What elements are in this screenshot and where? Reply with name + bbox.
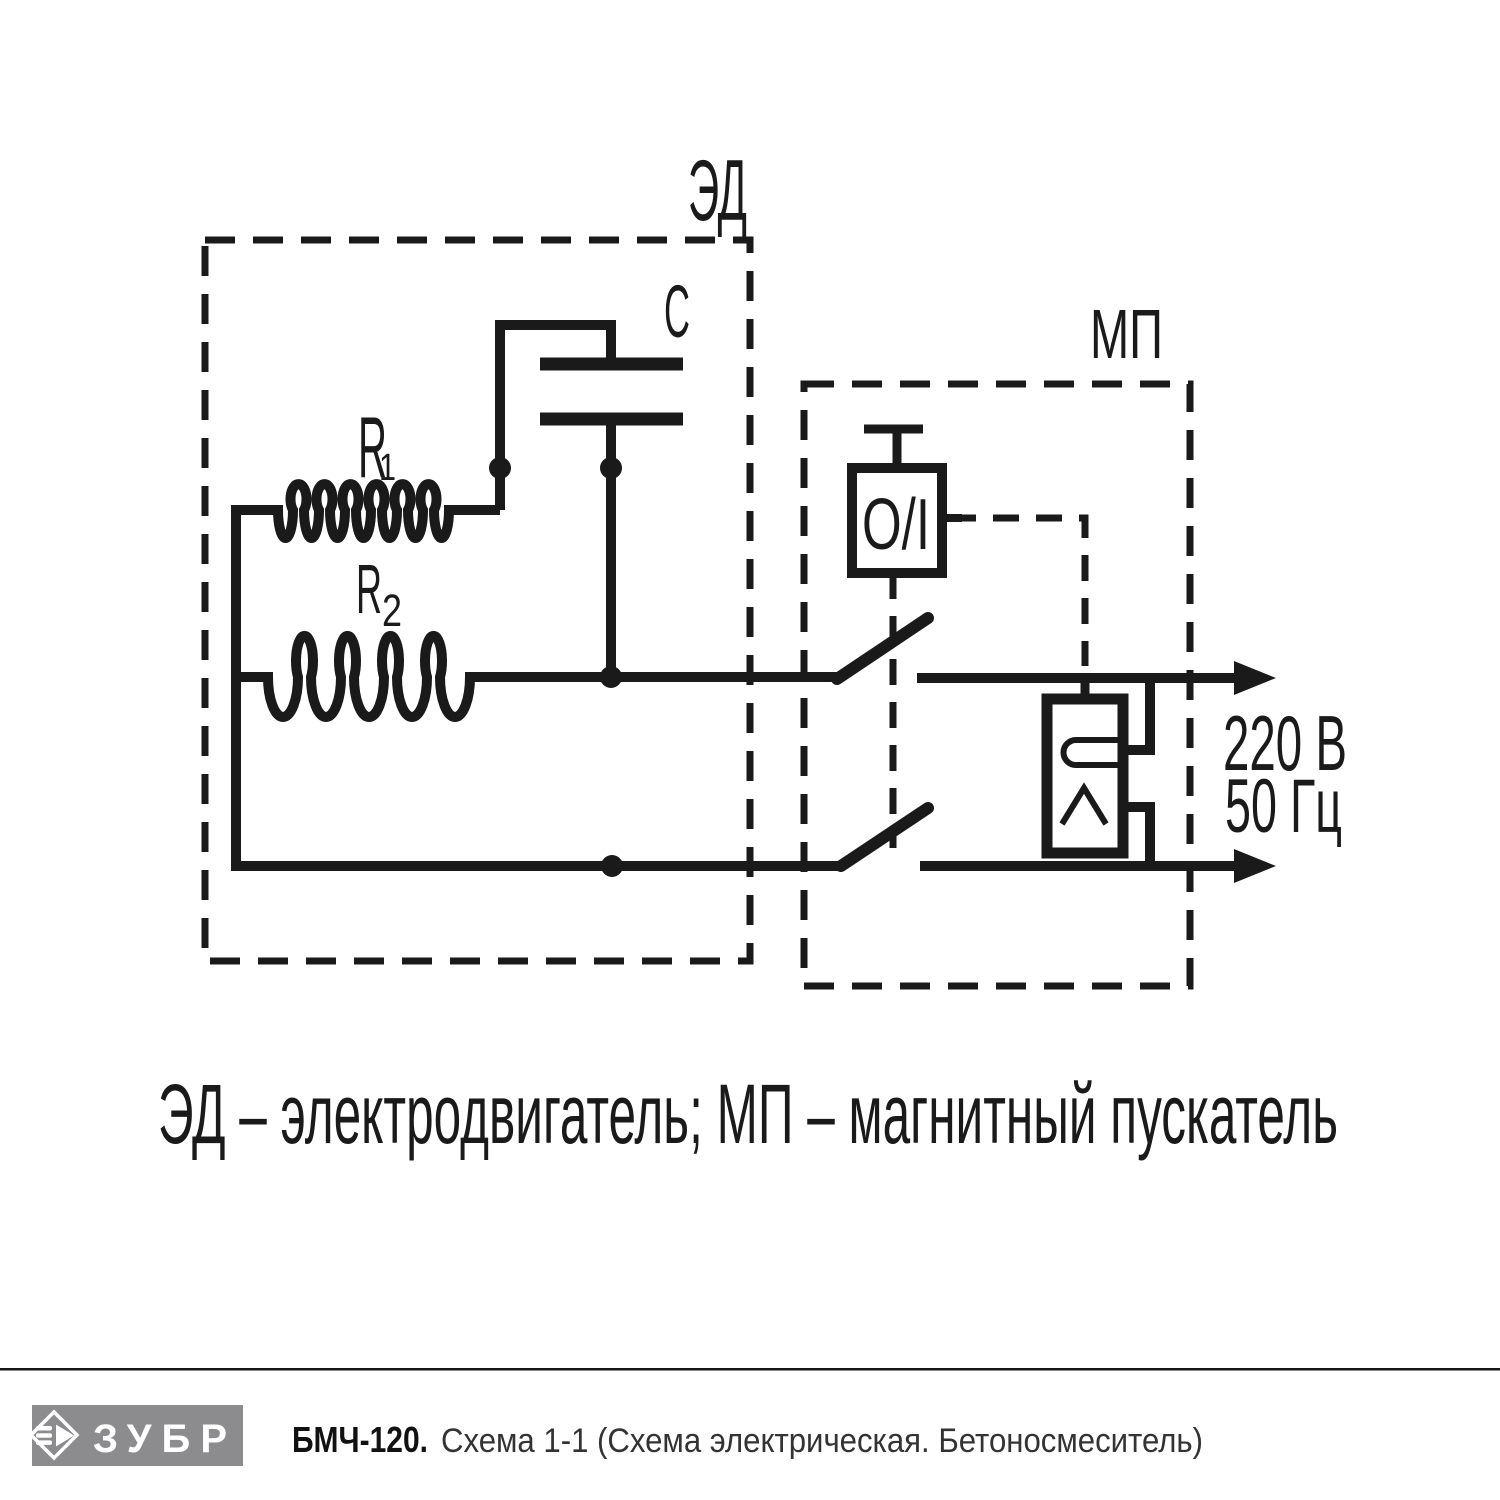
winding-r2 <box>236 631 837 722</box>
starter-boundary-box <box>800 380 1194 990</box>
winding1-sub: 1 <box>379 447 396 489</box>
starter-box-label: МП <box>1090 295 1163 373</box>
junction-dot-2 <box>600 457 622 479</box>
frequency-label: 50 Гц <box>1225 764 1342 849</box>
capacitor-label: C <box>664 270 690 353</box>
winding2-label: R <box>356 550 382 628</box>
junction-dot-4 <box>601 855 623 877</box>
coil-symbol <box>1060 737 1120 768</box>
arrow-bottom <box>1234 849 1276 883</box>
voltage-label: 220 В <box>1223 699 1347 787</box>
motor-box-label: ЭД <box>688 143 747 239</box>
switch-label: O/I <box>862 485 930 565</box>
junction-dot-3 <box>600 666 622 688</box>
coil-right-bottom-stub <box>1123 802 1155 866</box>
logo-bison-icon <box>28 1409 80 1461</box>
contact-blade-top <box>831 612 934 685</box>
footer-separator <box>0 1368 1500 1371</box>
motor-boundary-box <box>201 236 754 965</box>
contact-blade-bottom <box>835 802 934 872</box>
winding-r1 <box>236 479 500 543</box>
caption: ЭД – электродвигатель; МП – магнитный пу… <box>158 1067 1338 1161</box>
thermal-symbol <box>1059 782 1109 826</box>
coil-box <box>1041 693 1129 859</box>
footer-model: БМЧ-120. <box>292 1419 428 1460</box>
control-dashed-wire <box>950 514 1089 666</box>
winding2-sub: 2 <box>382 585 402 636</box>
arrow-top <box>1234 661 1276 695</box>
left-bus-wire <box>231 505 841 871</box>
footer-description: Схема 1-1 (Схема электрическая. Бетоносм… <box>441 1422 1203 1460</box>
coil-right-top-stub <box>1123 678 1155 755</box>
capacitor-top-lead <box>495 320 616 510</box>
winding1-label: R <box>358 400 387 496</box>
junction-dot-1 <box>489 457 511 479</box>
